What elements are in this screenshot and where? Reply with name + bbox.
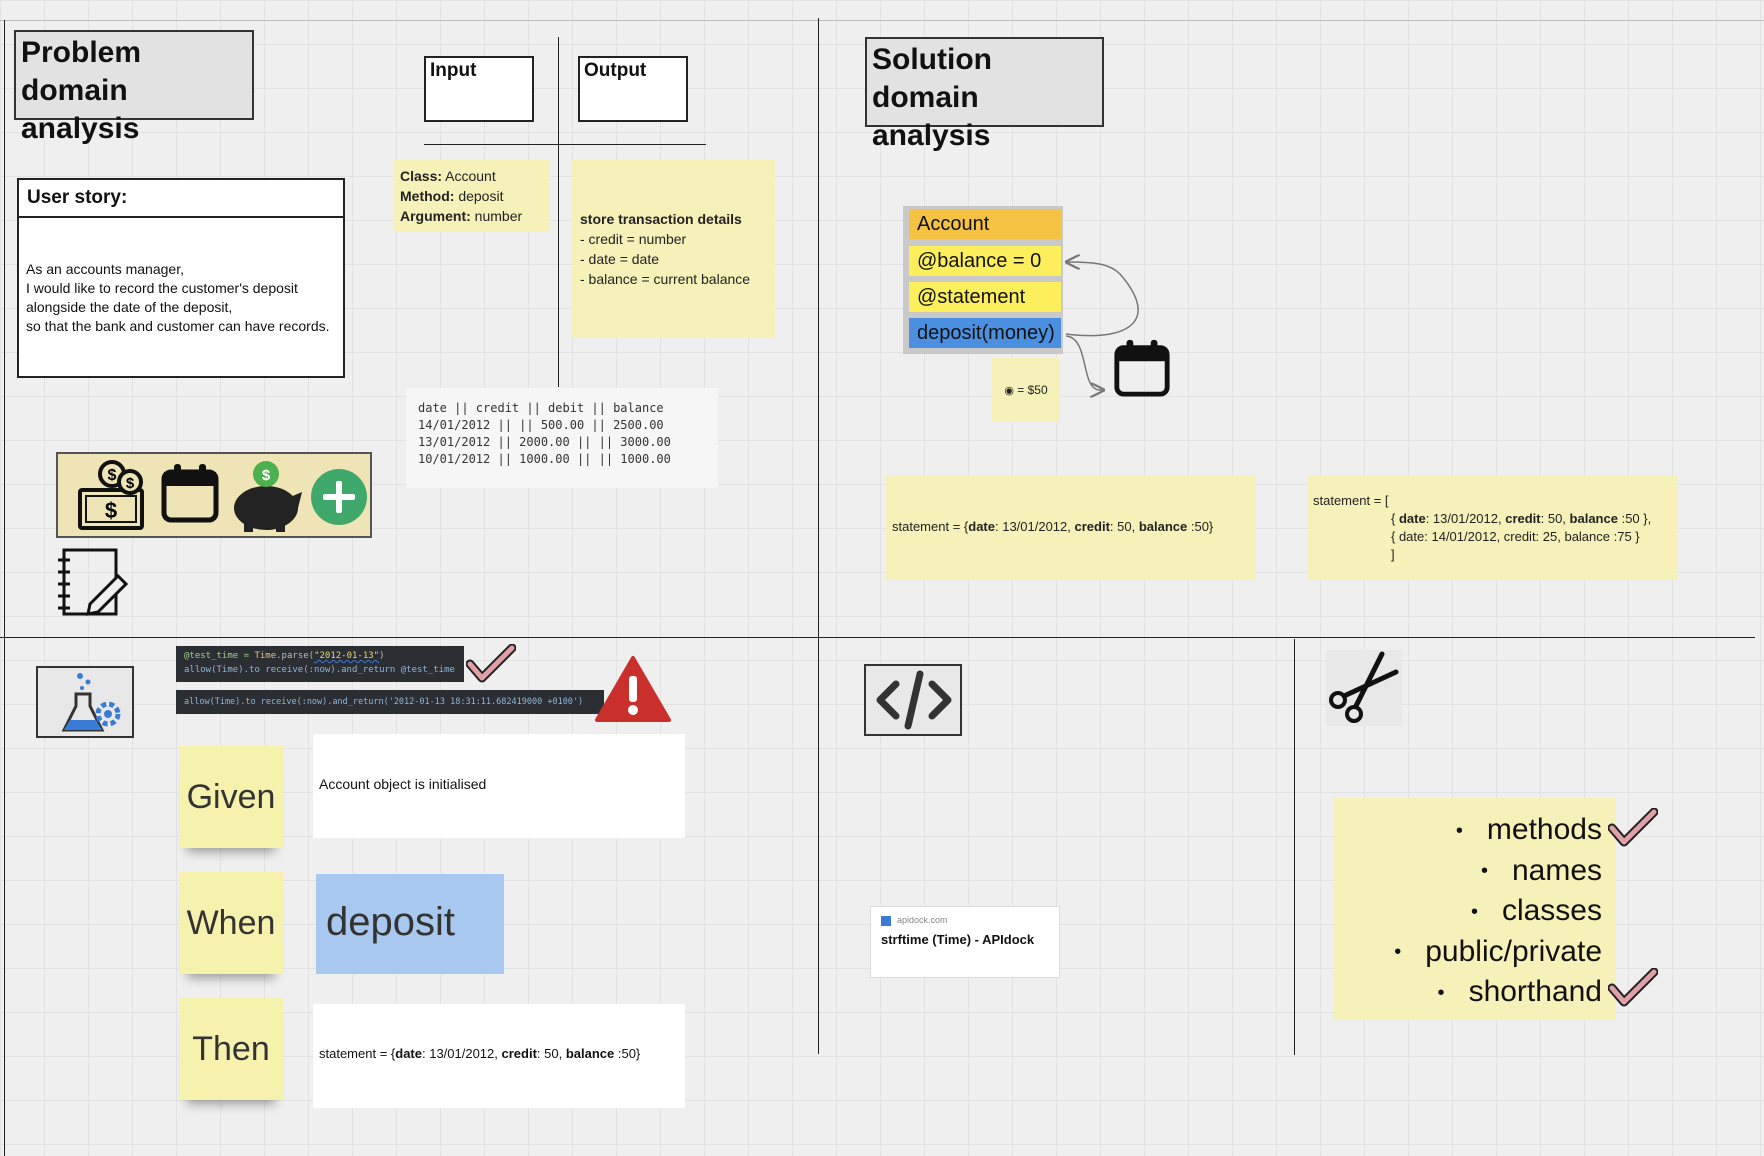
- uml-attr-statement: @statement: [909, 282, 1061, 312]
- link-card-title[interactable]: strftime (Time) - APIdock: [881, 931, 1035, 947]
- check-mark-icon: [466, 644, 516, 683]
- svg-text:$: $: [105, 498, 117, 523]
- uml-attr-balance: @balance = 0: [909, 246, 1061, 276]
- statement-table-snippet: date || credit || debit || balance 14/01…: [406, 388, 718, 488]
- code-snippet-and-return: allow(Time).to receive(:now).and_return(…: [176, 690, 604, 714]
- svg-text:$: $: [108, 467, 117, 484]
- given-text-card: Account object is initialised: [313, 734, 685, 838]
- then-text-card: statement = {date: 13/01/2012, credit: 5…: [313, 1004, 685, 1108]
- input-sticky-note: Class: Account Method: deposit Argument:…: [394, 160, 550, 232]
- output-label: Output: [578, 56, 688, 122]
- user-story-heading: User story:: [19, 180, 343, 218]
- top-border: [0, 20, 1764, 21]
- piggy-bank-icon: $: [234, 461, 302, 532]
- svg-text:$: $: [262, 467, 271, 484]
- divider-left-edge: [4, 20, 5, 1156]
- statement-array-note: statement = [ { date: 13/01/2012, credit…: [1308, 476, 1678, 580]
- uml-account-class: Account @balance = 0 @statement deposit(…: [903, 206, 1063, 354]
- lab-gear-icon: [61, 673, 121, 732]
- calendar-icon: [161, 464, 219, 523]
- divider-right-lower: [1294, 639, 1295, 1055]
- apidock-favicon-icon: [881, 915, 891, 926]
- divider-center: [818, 18, 819, 1054]
- then-sticky: Then: [179, 998, 283, 1100]
- uml-class-name: Account: [909, 209, 1061, 239]
- list-item: names: [1334, 851, 1602, 892]
- code-icon-box: [864, 664, 962, 736]
- output-sticky-note: store transaction details - credit = num…: [572, 160, 775, 338]
- check-mark-icon: [1608, 808, 1658, 847]
- money-bag-icon: ◉: [1004, 385, 1014, 397]
- lab-icon-box: [36, 666, 134, 738]
- divider-horizontal: [0, 637, 1755, 638]
- list-item: public/private: [1334, 932, 1602, 973]
- input-output-divider: [558, 37, 559, 387]
- list-item: classes: [1334, 891, 1602, 932]
- refactor-checklist: methods names classes public/private sho…: [1334, 810, 1602, 1013]
- given-sticky: Given: [179, 746, 283, 848]
- icon-strip: $ $ $ $: [56, 452, 372, 538]
- input-label: Input: [424, 56, 534, 122]
- code-snippet-time-parse: @test_time = Time.parse("2012-01-13") al…: [176, 646, 464, 682]
- when-deposit-card: deposit: [316, 874, 504, 974]
- plus-circle-icon: [311, 469, 367, 525]
- user-story-card: User story: As an accounts manager, I wo…: [17, 178, 345, 378]
- svg-text:$: $: [126, 475, 135, 492]
- statement-single-note: statement = {date: 13/01/2012, credit: 5…: [886, 476, 1256, 580]
- money-amount-note: ◉ = $50: [992, 358, 1060, 422]
- uml-arrows: [1060, 250, 1139, 400]
- code-brackets-icon: [876, 670, 952, 730]
- calendar-icon: [1114, 339, 1170, 397]
- list-item: shorthand: [1334, 972, 1602, 1013]
- input-output-underline: [424, 144, 706, 145]
- link-card-apidock[interactable]: apidock.com strftime (Time) - APIdock: [870, 906, 1060, 978]
- list-item: methods: [1334, 810, 1602, 851]
- user-story-text: As an accounts manager, I would like to …: [26, 261, 330, 334]
- when-sticky: When: [179, 872, 283, 974]
- money-stack-icon: $ $ $: [78, 460, 144, 530]
- solution-domain-title: Solution domain analysis: [865, 37, 1104, 152]
- warning-icon: [595, 656, 671, 722]
- problem-domain-title: Problem domain analysis: [14, 30, 254, 145]
- uml-method-deposit: deposit(money): [909, 318, 1061, 348]
- refactor-checklist-note: methods names classes public/private sho…: [1334, 798, 1616, 1020]
- check-mark-icon: [1608, 968, 1658, 1007]
- notepad-pencil-icon: [58, 548, 128, 616]
- scissors-icon: [1326, 650, 1402, 726]
